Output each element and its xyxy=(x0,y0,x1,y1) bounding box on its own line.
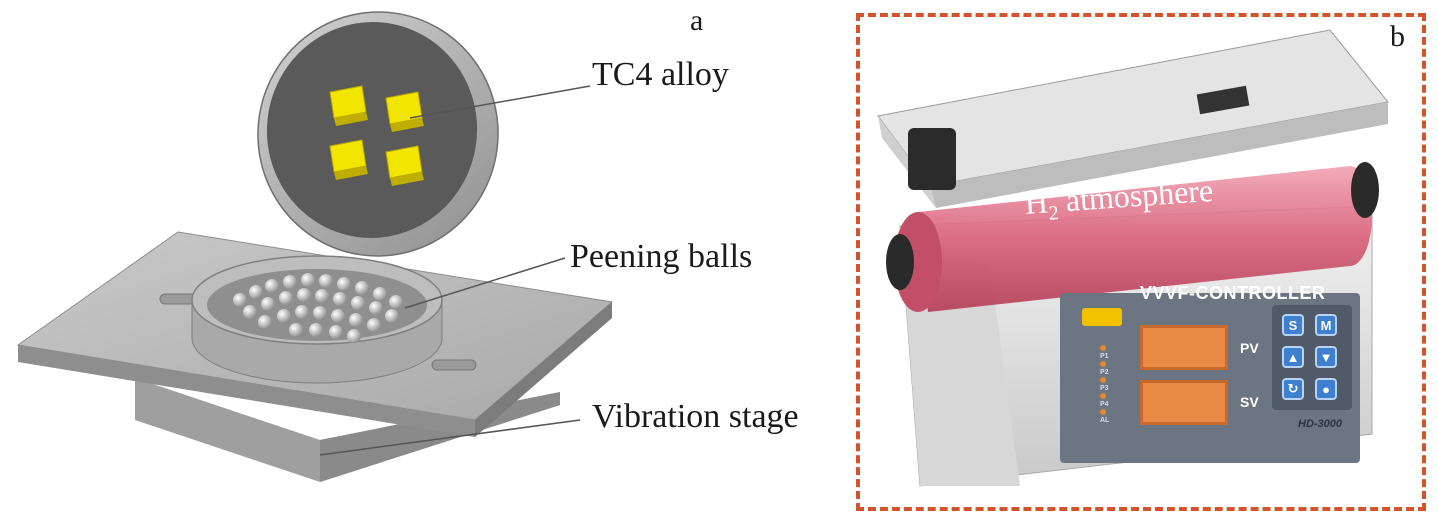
tc4-alloy-label: TC4 alloy xyxy=(592,56,729,93)
panel-b-dashed-frame xyxy=(856,13,1426,511)
right-handle xyxy=(431,359,477,371)
peening-balls-label: Peening balls xyxy=(570,238,753,275)
sv-label: SV xyxy=(1240,394,1259,410)
vibration-stage-label: Vibration stage xyxy=(592,398,799,435)
model-label: HD-3000 xyxy=(1298,418,1343,430)
cycle-icon[interactable]: ↻ xyxy=(1282,378,1304,400)
led-p4-label: P4 xyxy=(1100,401,1109,408)
panel-b-letter: b xyxy=(1390,20,1405,53)
led-p3-icon xyxy=(1100,377,1106,383)
led-al-label: AL xyxy=(1100,417,1110,424)
m-key[interactable]: M xyxy=(1315,314,1337,336)
led-p1-label: P1 xyxy=(1100,353,1109,360)
peening-bowl xyxy=(191,255,443,384)
panel-a-letter: a xyxy=(690,4,704,37)
alloy-leader-line xyxy=(409,85,591,119)
lid-latch xyxy=(908,128,956,190)
specimen-lid xyxy=(257,11,499,257)
led-p1-icon xyxy=(1100,345,1106,351)
left-tube-cap xyxy=(886,234,914,290)
furnace-lid xyxy=(877,29,1389,208)
led-p3-label: P3 xyxy=(1100,385,1109,392)
controller-title: VVVF-CONTROLLER xyxy=(1140,283,1326,303)
pv-display xyxy=(1140,325,1228,370)
up-arrow-icon[interactable]: ▲ xyxy=(1282,346,1304,368)
peening-balls xyxy=(233,273,403,343)
panel-a-illustration xyxy=(16,11,614,482)
hydrogen-tube xyxy=(886,162,1379,312)
led-al-icon xyxy=(1100,409,1106,415)
stop-icon[interactable]: ● xyxy=(1315,378,1337,400)
pv-label: PV xyxy=(1240,340,1259,356)
h2-symbol: H xyxy=(1023,183,1050,221)
down-arrow-icon[interactable]: ▼ xyxy=(1315,346,1337,368)
sv-display xyxy=(1140,380,1228,425)
led-p2-label: P2 xyxy=(1100,369,1109,376)
right-tube-cap xyxy=(1351,162,1379,218)
balls-leader-line xyxy=(404,257,566,309)
lid-handle xyxy=(1196,85,1250,115)
brand-logo xyxy=(1082,308,1122,326)
s-key[interactable]: S xyxy=(1282,314,1304,336)
led-p4-icon xyxy=(1100,393,1106,399)
tc4-specimens xyxy=(329,85,424,186)
stage-leader-line xyxy=(319,419,581,456)
led-p2-icon xyxy=(1100,361,1106,367)
